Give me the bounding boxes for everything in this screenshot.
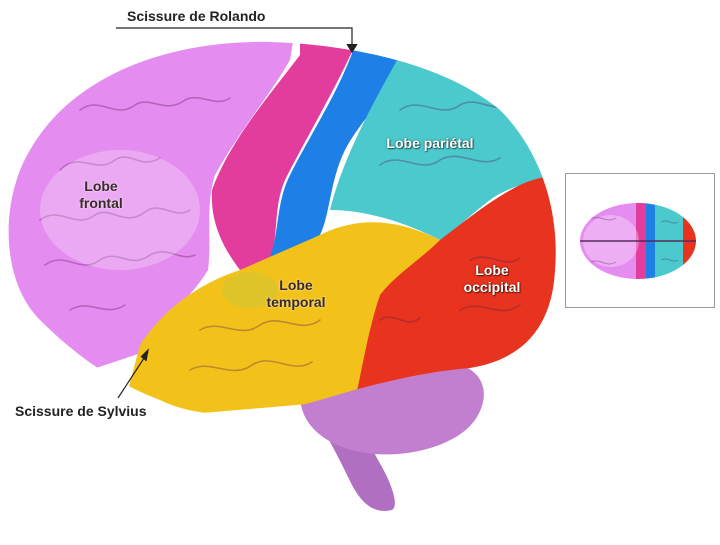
sylvius-pointer [117, 348, 149, 399]
brain-top-view [580, 203, 696, 279]
rolando-label: Scissure de Rolando [127, 8, 266, 24]
temporal-lobe-shape [120, 222, 440, 415]
postcentral-gyrus-shape [268, 45, 400, 262]
sylvius-label: Scissure de Sylvius [15, 403, 147, 419]
parietal-lobe-label: Lobe pariétal [386, 135, 474, 151]
precentral-gyrus-shape [211, 41, 355, 270]
top-view-inset [565, 173, 715, 308]
rolando-pointer [116, 27, 358, 54]
frontal-lobe-shape [8, 41, 300, 400]
occipital-lobe-label: Lobe occipital [463, 262, 521, 295]
frontal-lobe-label: Lobe frontal [79, 178, 123, 211]
temporal-lobe-label: Lobe temporal [266, 277, 326, 310]
occipital-lobe-shape [350, 175, 556, 400]
